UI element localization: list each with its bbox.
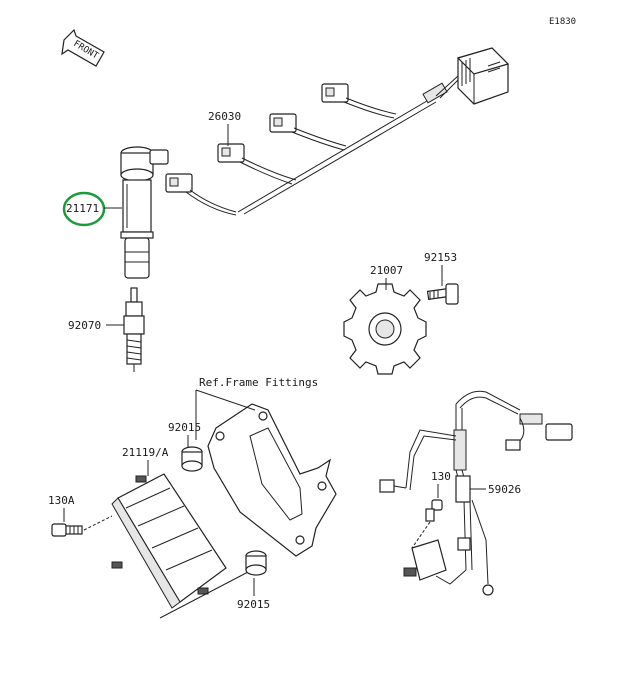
spark-plug-92070[interactable] — [123, 287, 145, 372]
bolt-130[interactable] — [425, 499, 443, 522]
coil-plug-1 — [165, 173, 237, 216]
highlight-circle — [62, 191, 106, 227]
label-ref-frame-fittings[interactable]: Ref.Frame Fittings — [199, 376, 318, 389]
ignition-coil-21171[interactable] — [120, 146, 169, 279]
leader-ecu-collar — [159, 571, 249, 619]
leader-ref-frame-2 — [195, 389, 256, 411]
wiring-harness-26030[interactable] — [165, 47, 510, 216]
label-21007[interactable]: 21007 — [370, 264, 403, 277]
collar-92015-bottom[interactable] — [245, 550, 267, 576]
label-92015-top[interactable]: 92015 — [168, 421, 201, 434]
frame-fittings-bracket[interactable] — [207, 403, 337, 557]
label-92015-bottom[interactable]: 92015 — [237, 598, 270, 611]
label-130[interactable]: 130 — [431, 470, 451, 483]
front-arrow-icon: FRONT — [61, 28, 105, 67]
label-130a[interactable]: 130A — [48, 494, 75, 507]
coil-plug-3 — [269, 113, 347, 151]
label-59026[interactable]: 59026 — [488, 483, 521, 496]
coil-plug-2 — [217, 143, 297, 185]
label-92070[interactable]: 92070 — [68, 319, 101, 332]
label-21171[interactable]: 21171 — [66, 202, 99, 215]
bolt-130a[interactable] — [51, 523, 83, 537]
sub-harness-59026[interactable] — [379, 390, 573, 596]
timing-rotor-21007[interactable] — [343, 283, 427, 375]
label-92153[interactable]: 92153 — [424, 251, 457, 264]
collar-92015-top[interactable] — [181, 446, 203, 472]
bolt-92153[interactable] — [426, 283, 459, 305]
coil-plug-4 — [321, 83, 397, 119]
ecu-unit-21119a[interactable] — [111, 473, 227, 609]
leader-130a-ecu — [83, 515, 113, 531]
label-21119a[interactable]: 21119/A — [122, 446, 169, 459]
label-26030[interactable]: 26030 — [208, 110, 241, 123]
leader-130-sensor — [411, 521, 431, 549]
diagram-code: E1830 — [549, 17, 576, 27]
harness-connector-block — [435, 47, 510, 105]
